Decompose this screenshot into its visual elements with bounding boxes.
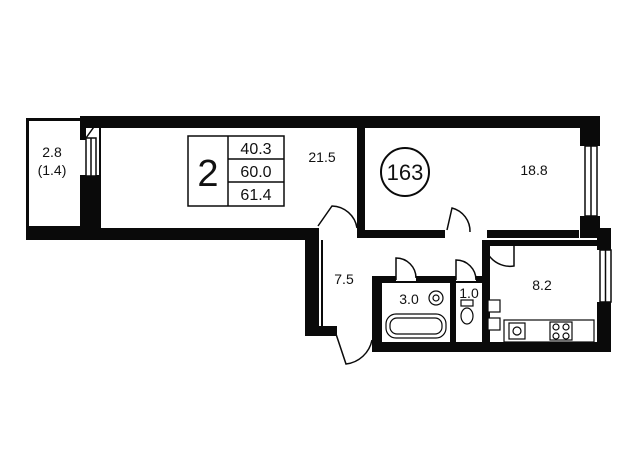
doors xyxy=(85,123,515,365)
bedroom-bottom-wall-right xyxy=(487,230,579,238)
toilet-door-arc xyxy=(455,259,477,281)
balcony-area-reduced: (1.4) xyxy=(38,162,67,178)
total-area-value: 60.0 xyxy=(240,164,271,181)
balcony-left-wall xyxy=(26,118,29,228)
rooms-count: 2 xyxy=(197,153,218,195)
outlines xyxy=(99,128,587,326)
bath-toilet-partition xyxy=(450,276,456,344)
right-wall-mid xyxy=(580,216,600,238)
total-area-with-balcony-value: 61.4 xyxy=(240,187,271,204)
bath-left-wall xyxy=(372,278,382,350)
hallway-left-wall xyxy=(305,228,319,336)
utility-box-2 xyxy=(487,317,501,331)
walls xyxy=(26,116,611,352)
balcony-partition-top xyxy=(80,118,86,140)
bath-top-wall-2 xyxy=(416,276,456,282)
room-labels: 2.8 (1.4) 21.5 18.8 7.5 8.2 3.0 1.0 xyxy=(38,144,552,307)
apartment-number: 163 xyxy=(387,160,424,185)
top-wall xyxy=(80,116,600,128)
toilet-bowl xyxy=(460,307,474,325)
bottom-wall xyxy=(372,342,611,352)
kitchen-top-wall xyxy=(487,240,599,246)
right-wall-upper xyxy=(580,116,600,146)
balcony-top-wall xyxy=(26,118,82,121)
balcony-partition xyxy=(80,175,100,230)
toilet-area: 1.0 xyxy=(459,285,479,301)
hallway-area: 7.5 xyxy=(334,271,354,287)
kitchen-left-wall xyxy=(482,240,490,270)
bedroom-door-arc xyxy=(446,207,471,233)
balcony-area: 2.8 xyxy=(42,144,62,160)
area-info-box: 2 40.3 60.0 61.4 xyxy=(187,135,285,207)
bathroom-door-arc xyxy=(395,257,417,280)
bathroom-area: 3.0 xyxy=(399,291,419,307)
living-bottom-wall xyxy=(80,228,318,240)
windows xyxy=(85,137,612,303)
bedroom-area: 18.8 xyxy=(520,162,547,178)
kitchen-area: 8.2 xyxy=(532,277,552,293)
bath-top-wall xyxy=(372,276,396,282)
fixtures xyxy=(385,290,595,343)
apartment-number-badge: 163 xyxy=(380,147,430,197)
hallway-bottom-left xyxy=(305,326,337,336)
right-wall-kitchen-bottom xyxy=(597,302,611,350)
bedroom-bottom-wall xyxy=(357,230,445,238)
living-room-area: 21.5 xyxy=(308,149,335,165)
living-bedroom-partition xyxy=(357,120,365,238)
balcony-door-arc xyxy=(85,123,97,139)
right-wall-kitchen-top xyxy=(597,228,611,250)
entrance-door-arc xyxy=(335,333,373,365)
kitchen-door-arc xyxy=(483,239,515,268)
utility-box-1 xyxy=(487,299,501,313)
toilet-right-wall xyxy=(482,268,490,348)
living-area-value: 40.3 xyxy=(240,141,271,158)
living-door-arc xyxy=(317,205,358,229)
